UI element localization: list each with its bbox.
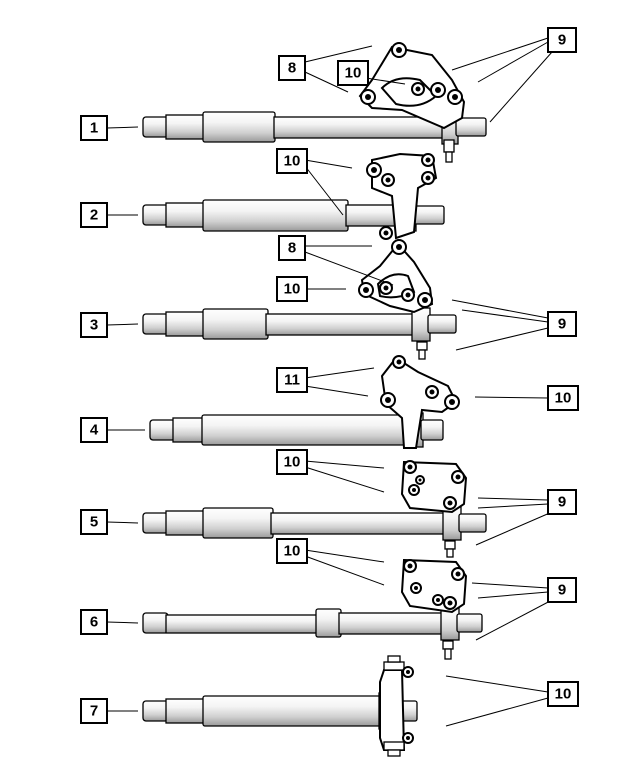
callout-label: 9 (558, 582, 566, 599)
callout-5: 5 (80, 509, 108, 535)
callout-label: 5 (90, 514, 98, 531)
callout-label: 10 (284, 153, 301, 170)
shaft-assembly-5 (142, 506, 487, 541)
callout-label: 2 (90, 207, 98, 224)
callout-10-shaft-2: 10 (276, 148, 308, 174)
shaft-assembly-7 (142, 692, 418, 730)
callout-8-middle: 8 (278, 235, 306, 261)
shaft-assembly-3 (142, 307, 457, 342)
callout-label: 11 (284, 372, 300, 389)
callout-11: 11 (276, 367, 308, 393)
callout-9-shaft-3: 9 (547, 311, 577, 337)
callout-1: 1 (80, 115, 108, 141)
shaft-assembly-6 (142, 606, 483, 641)
flange-7 (379, 655, 414, 757)
callout-10-bracket-1: 10 (337, 60, 369, 86)
bracket-3 (358, 239, 434, 360)
bracket-4 (380, 355, 460, 449)
callout-10-shaft-3: 10 (276, 276, 308, 302)
callout-10-shaft-7: 10 (547, 681, 579, 707)
callout-label: 10 (284, 454, 301, 471)
callout-9-shaft-5: 9 (547, 489, 577, 515)
callout-2: 2 (80, 202, 108, 228)
bracket-2 (366, 152, 438, 240)
callout-label: 8 (288, 240, 296, 257)
callout-8-top: 8 (278, 55, 306, 81)
callout-9-top: 9 (547, 27, 577, 53)
callout-7: 7 (80, 698, 108, 724)
callout-4: 4 (80, 417, 108, 443)
callout-label: 3 (90, 317, 98, 334)
callout-label: 4 (90, 422, 99, 439)
callout-label: 7 (90, 703, 98, 720)
bracket-5 (400, 460, 468, 558)
leader-lines (106, 37, 553, 727)
callout-label: 1 (90, 120, 98, 137)
callout-label: 9 (558, 494, 566, 511)
callout-label: 10 (555, 390, 572, 407)
callout-9-shaft-6: 9 (547, 577, 577, 603)
callout-6: 6 (80, 609, 108, 635)
bracket-1 (358, 42, 466, 163)
callout-10-shaft-4: 10 (547, 385, 579, 411)
callout-label: 10 (345, 65, 362, 82)
shaft-assembly-4 (149, 412, 444, 448)
bracket-6 (400, 558, 468, 660)
callout-label: 10 (284, 543, 301, 560)
callout-10-shaft-6: 10 (276, 538, 308, 564)
callout-3: 3 (80, 312, 108, 338)
callout-label: 10 (284, 281, 301, 298)
callout-label: 10 (555, 686, 572, 703)
callout-10-shaft-5: 10 (276, 449, 308, 475)
callout-label: 6 (90, 614, 98, 631)
callout-label: 8 (288, 60, 296, 77)
callout-label: 9 (558, 32, 566, 49)
callout-label: 9 (558, 316, 566, 333)
